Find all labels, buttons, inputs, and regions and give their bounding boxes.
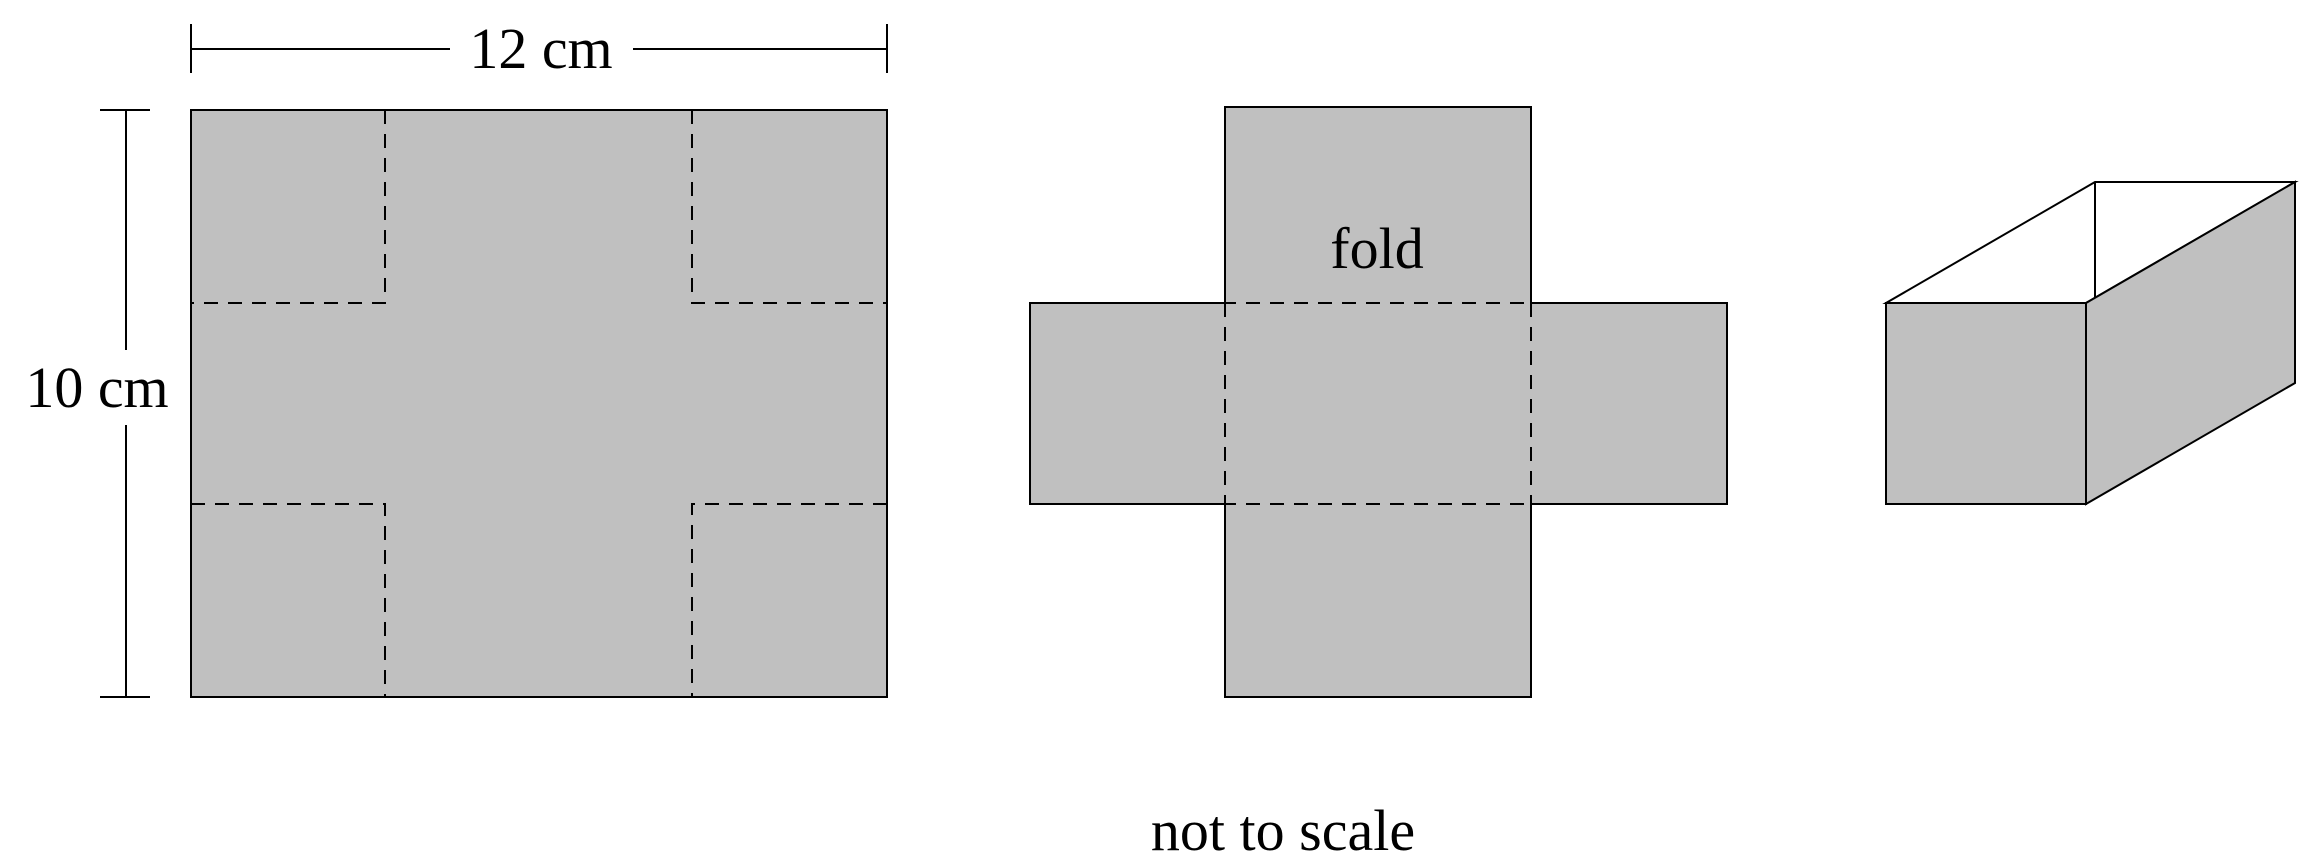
top-right-corner-cut	[691, 110, 887, 304]
height-dimension: 10 cm	[25, 109, 169, 698]
corner-cut-lines	[191, 110, 887, 697]
open-box-figure	[1882, 180, 2299, 506]
box-front-face	[1885, 302, 2087, 505]
fold-lines	[1030, 302, 1727, 505]
height-label: 10 cm	[25, 355, 168, 420]
not-to-scale-note: not to scale	[1151, 798, 1415, 863]
cross-net-shape	[1029, 106, 1728, 698]
width-label: 12 cm	[469, 16, 612, 81]
cardboard-sheet	[190, 109, 888, 698]
bottom-right-corner-cut	[691, 503, 887, 697]
cross-net-figure: fold	[1029, 106, 1728, 698]
top-left-corner-cut	[191, 110, 386, 304]
width-dimension: 12 cm	[190, 16, 888, 81]
cardboard-sheet-figure: 12 cm 10 cm	[25, 16, 888, 698]
fold-label: fold	[1330, 216, 1423, 281]
bottom-left-corner-cut	[191, 503, 386, 697]
